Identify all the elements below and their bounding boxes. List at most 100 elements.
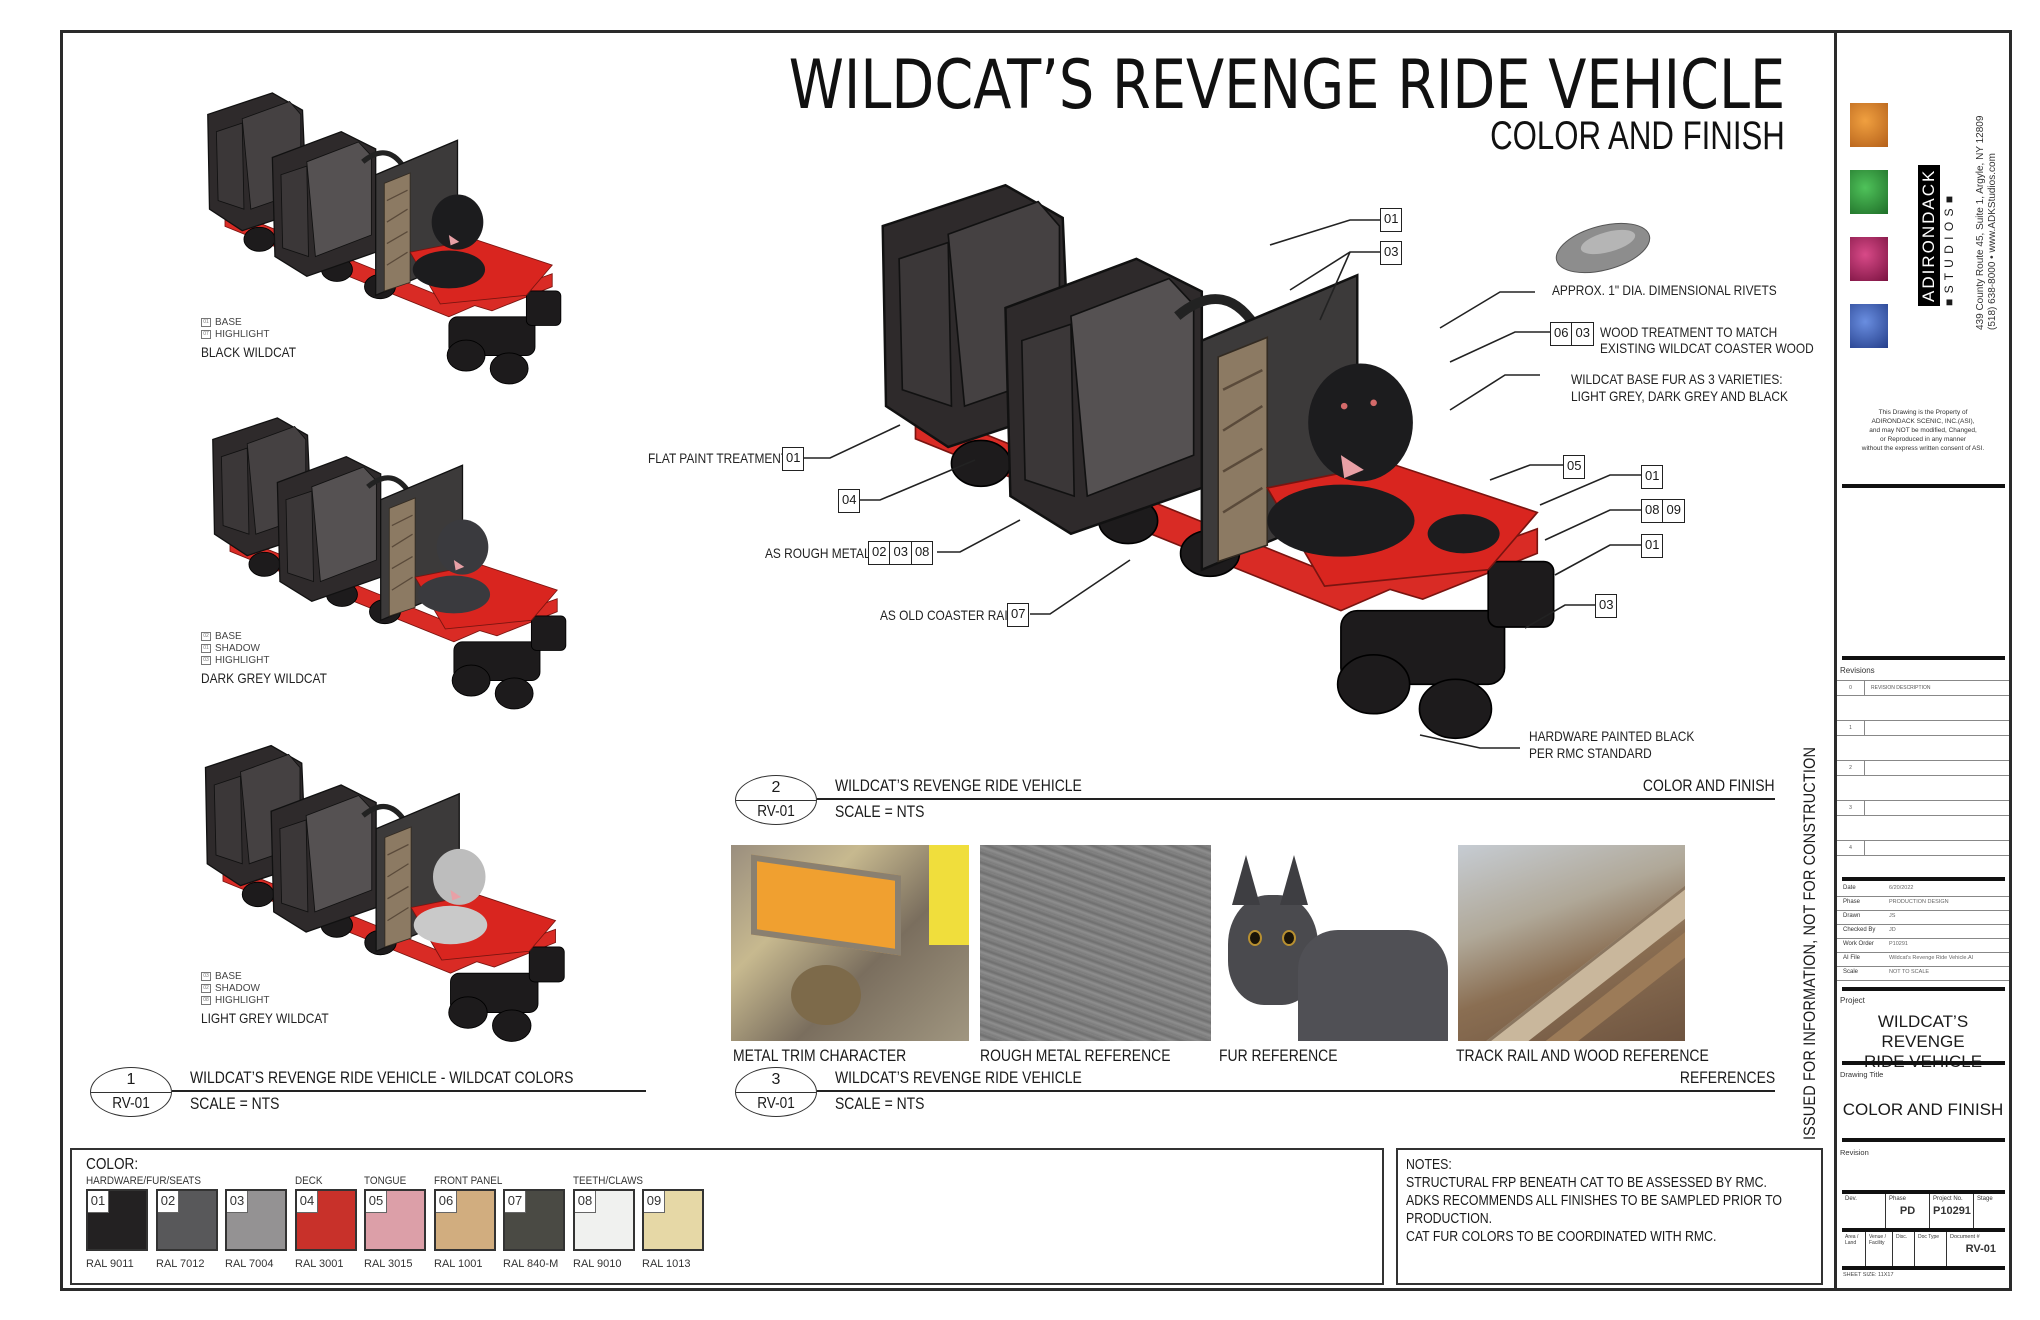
color-swatch-07: 07 (503, 1189, 565, 1251)
ral-code: RAL 7004 (225, 1258, 274, 1270)
group-label: TEETH/CLAWS (573, 1175, 644, 1187)
variant-name: LIGHT GREY WILDCAT (201, 1010, 329, 1026)
blue-texture-swatch (1850, 304, 1888, 348)
callout-hardware-label-line2: PER RMC STANDARD (1529, 745, 1652, 761)
callout-tag-deck: 04 (838, 489, 861, 513)
callout-tag-tongue: 05 (1563, 455, 1586, 479)
fur-reference-image (1218, 845, 1450, 1041)
rough-metal-reference-image (980, 845, 1211, 1041)
ral-code: RAL 1013 (642, 1258, 691, 1270)
reference-caption: TRACK RAIL AND WOOD REFERENCE (1456, 1046, 1709, 1065)
color-swatch-06: 06 (434, 1189, 496, 1251)
stage-cell: Stage (1977, 1196, 1993, 1202)
color-legend-box: COLOR: HARDWARE/FUR/SEATS DECK TONGUE FR… (70, 1148, 1384, 1285)
disc-cell: Disc. (1893, 1232, 1915, 1266)
black-wildcat-vehicle-illustration (190, 80, 570, 390)
sheet-size: SHEET SIZE: 11X17 (1843, 1272, 1894, 1278)
reference-caption: FUR REFERENCE (1219, 1046, 1338, 1065)
company-logo: ADIRONDACK ■ S T U D I O S ■ (1918, 164, 1956, 306)
callout-tag-flat-paint: 01 (782, 447, 805, 471)
callout-fur-label-line2: LIGHT GREY, DARK GREY AND BLACK (1571, 388, 1788, 404)
revision-row: 4 (1837, 840, 2009, 856)
doc-type-cell: Doc Type (1915, 1232, 1947, 1266)
color-swatch-03: 03 (225, 1189, 287, 1251)
green-texture-swatch (1850, 170, 1888, 214)
group-label: HARDWARE/FUR/SEATS (86, 1175, 201, 1187)
light-grey-wildcat-figure (413, 848, 488, 945)
callout-coaster-rail-label: AS OLD COASTER RAIL (880, 607, 1015, 623)
metal-trim-character-image (731, 845, 969, 1041)
drawing-title-label: Drawing Title (1840, 1070, 1884, 1079)
divider (1842, 656, 2005, 660)
issued-for-information-stamp: ISSUED FOR INFORMATION, NOT FOR CONSTRUC… (1800, 746, 1819, 1140)
callout-rough-metal-label: AS ROUGH METAL (765, 545, 871, 561)
callout-tag-paw: 01 (1641, 465, 1664, 489)
venue-cell: Venue / Facility (1866, 1232, 1893, 1266)
track-rail-and-wood-reference-image (1458, 845, 1685, 1041)
title-grid-row-2: Area / Land Venue / Facility Disc. Doc T… (1842, 1232, 2005, 1266)
drawing-title: COLOR AND FINISH (1842, 1100, 2004, 1119)
project-label: Project (1840, 996, 1865, 1005)
group-label: FRONT PANEL (434, 1175, 503, 1187)
revision-row: 3 (1837, 800, 2009, 816)
note-line: CAT FUR COLORS TO BE COORDINATED WITH RM… (1406, 1228, 1717, 1245)
black-wildcat-figure (1267, 363, 1500, 557)
area-cell: Area / Land (1842, 1232, 1866, 1266)
magenta-texture-swatch (1850, 237, 1888, 281)
sheet-subtitle: COLOR AND FINISH (1490, 114, 1785, 158)
company-address: 439 County Route 45, Suite 1, Argyle, NY… (1975, 115, 1986, 330)
color-swatch-05: 05 (364, 1189, 426, 1251)
sheet-title: WILDCAT’S REVENGE RIDE VEHICLE (788, 46, 1785, 125)
ral-code: RAL 3015 (364, 1258, 413, 1270)
reference-caption: METAL TRIM CHARACTER (733, 1046, 907, 1065)
company-name: ADIRONDACK (1918, 164, 1940, 306)
callout-rivets-label: APPROX. 1" DIA. DIMENSIONAL RIVETS (1552, 282, 1777, 298)
revision-row: 1 (1837, 720, 2009, 736)
project-no-cell: Project No.P10291 (1930, 1194, 1974, 1228)
divider (1842, 1061, 2005, 1065)
callout-flat-paint-label: FLAT PAINT TREATMENT (648, 450, 789, 466)
revision-row: 2 (1837, 760, 2009, 776)
note-line: STRUCTURAL FRP BENEATH CAT TO BE ASSESSE… (1406, 1174, 1767, 1191)
revision-label: Revision (1840, 1148, 1869, 1157)
divider (1842, 1190, 2005, 1194)
callout-tag-seat-03: 03 (1380, 241, 1403, 265)
color-swatch-04: 04 (295, 1189, 357, 1251)
variant-name: DARK GREY WILDCAT (201, 670, 327, 686)
ral-code: RAL 1001 (434, 1258, 483, 1270)
callout-tag-hitch: 03 (1595, 594, 1618, 618)
notes-box: NOTES: STRUCTURAL FRP BENEATH CAT TO BE … (1396, 1148, 1823, 1285)
document-number-cell: Document #RV-01 (1950, 1234, 1996, 1255)
divider (1842, 987, 2005, 991)
company-address-block: 439 County Route 45, Suite 1, Argyle, NY… (1975, 116, 1999, 330)
reference-caption: ROUGH METAL REFERENCE (980, 1046, 1171, 1065)
group-label: DECK (295, 1175, 323, 1187)
dark-grey-wildcat-vehicle-illustration (195, 405, 575, 715)
ral-code: RAL 7012 (156, 1258, 205, 1270)
group-label: TONGUE (364, 1175, 407, 1187)
dev-cell: Dev. (1842, 1194, 1886, 1228)
divider (1842, 1266, 2005, 1270)
color-swatch-09: 09 (642, 1189, 704, 1251)
color-swatch-08: 08 (573, 1189, 635, 1251)
light-grey-wildcat-vehicle-illustration (188, 730, 573, 1050)
ral-code: RAL 9011 (86, 1258, 134, 1270)
callout-wood-label-line2: EXISTING WILDCAT COASTER WOOD (1600, 340, 1814, 356)
color-swatch-01: 01 (86, 1189, 148, 1251)
